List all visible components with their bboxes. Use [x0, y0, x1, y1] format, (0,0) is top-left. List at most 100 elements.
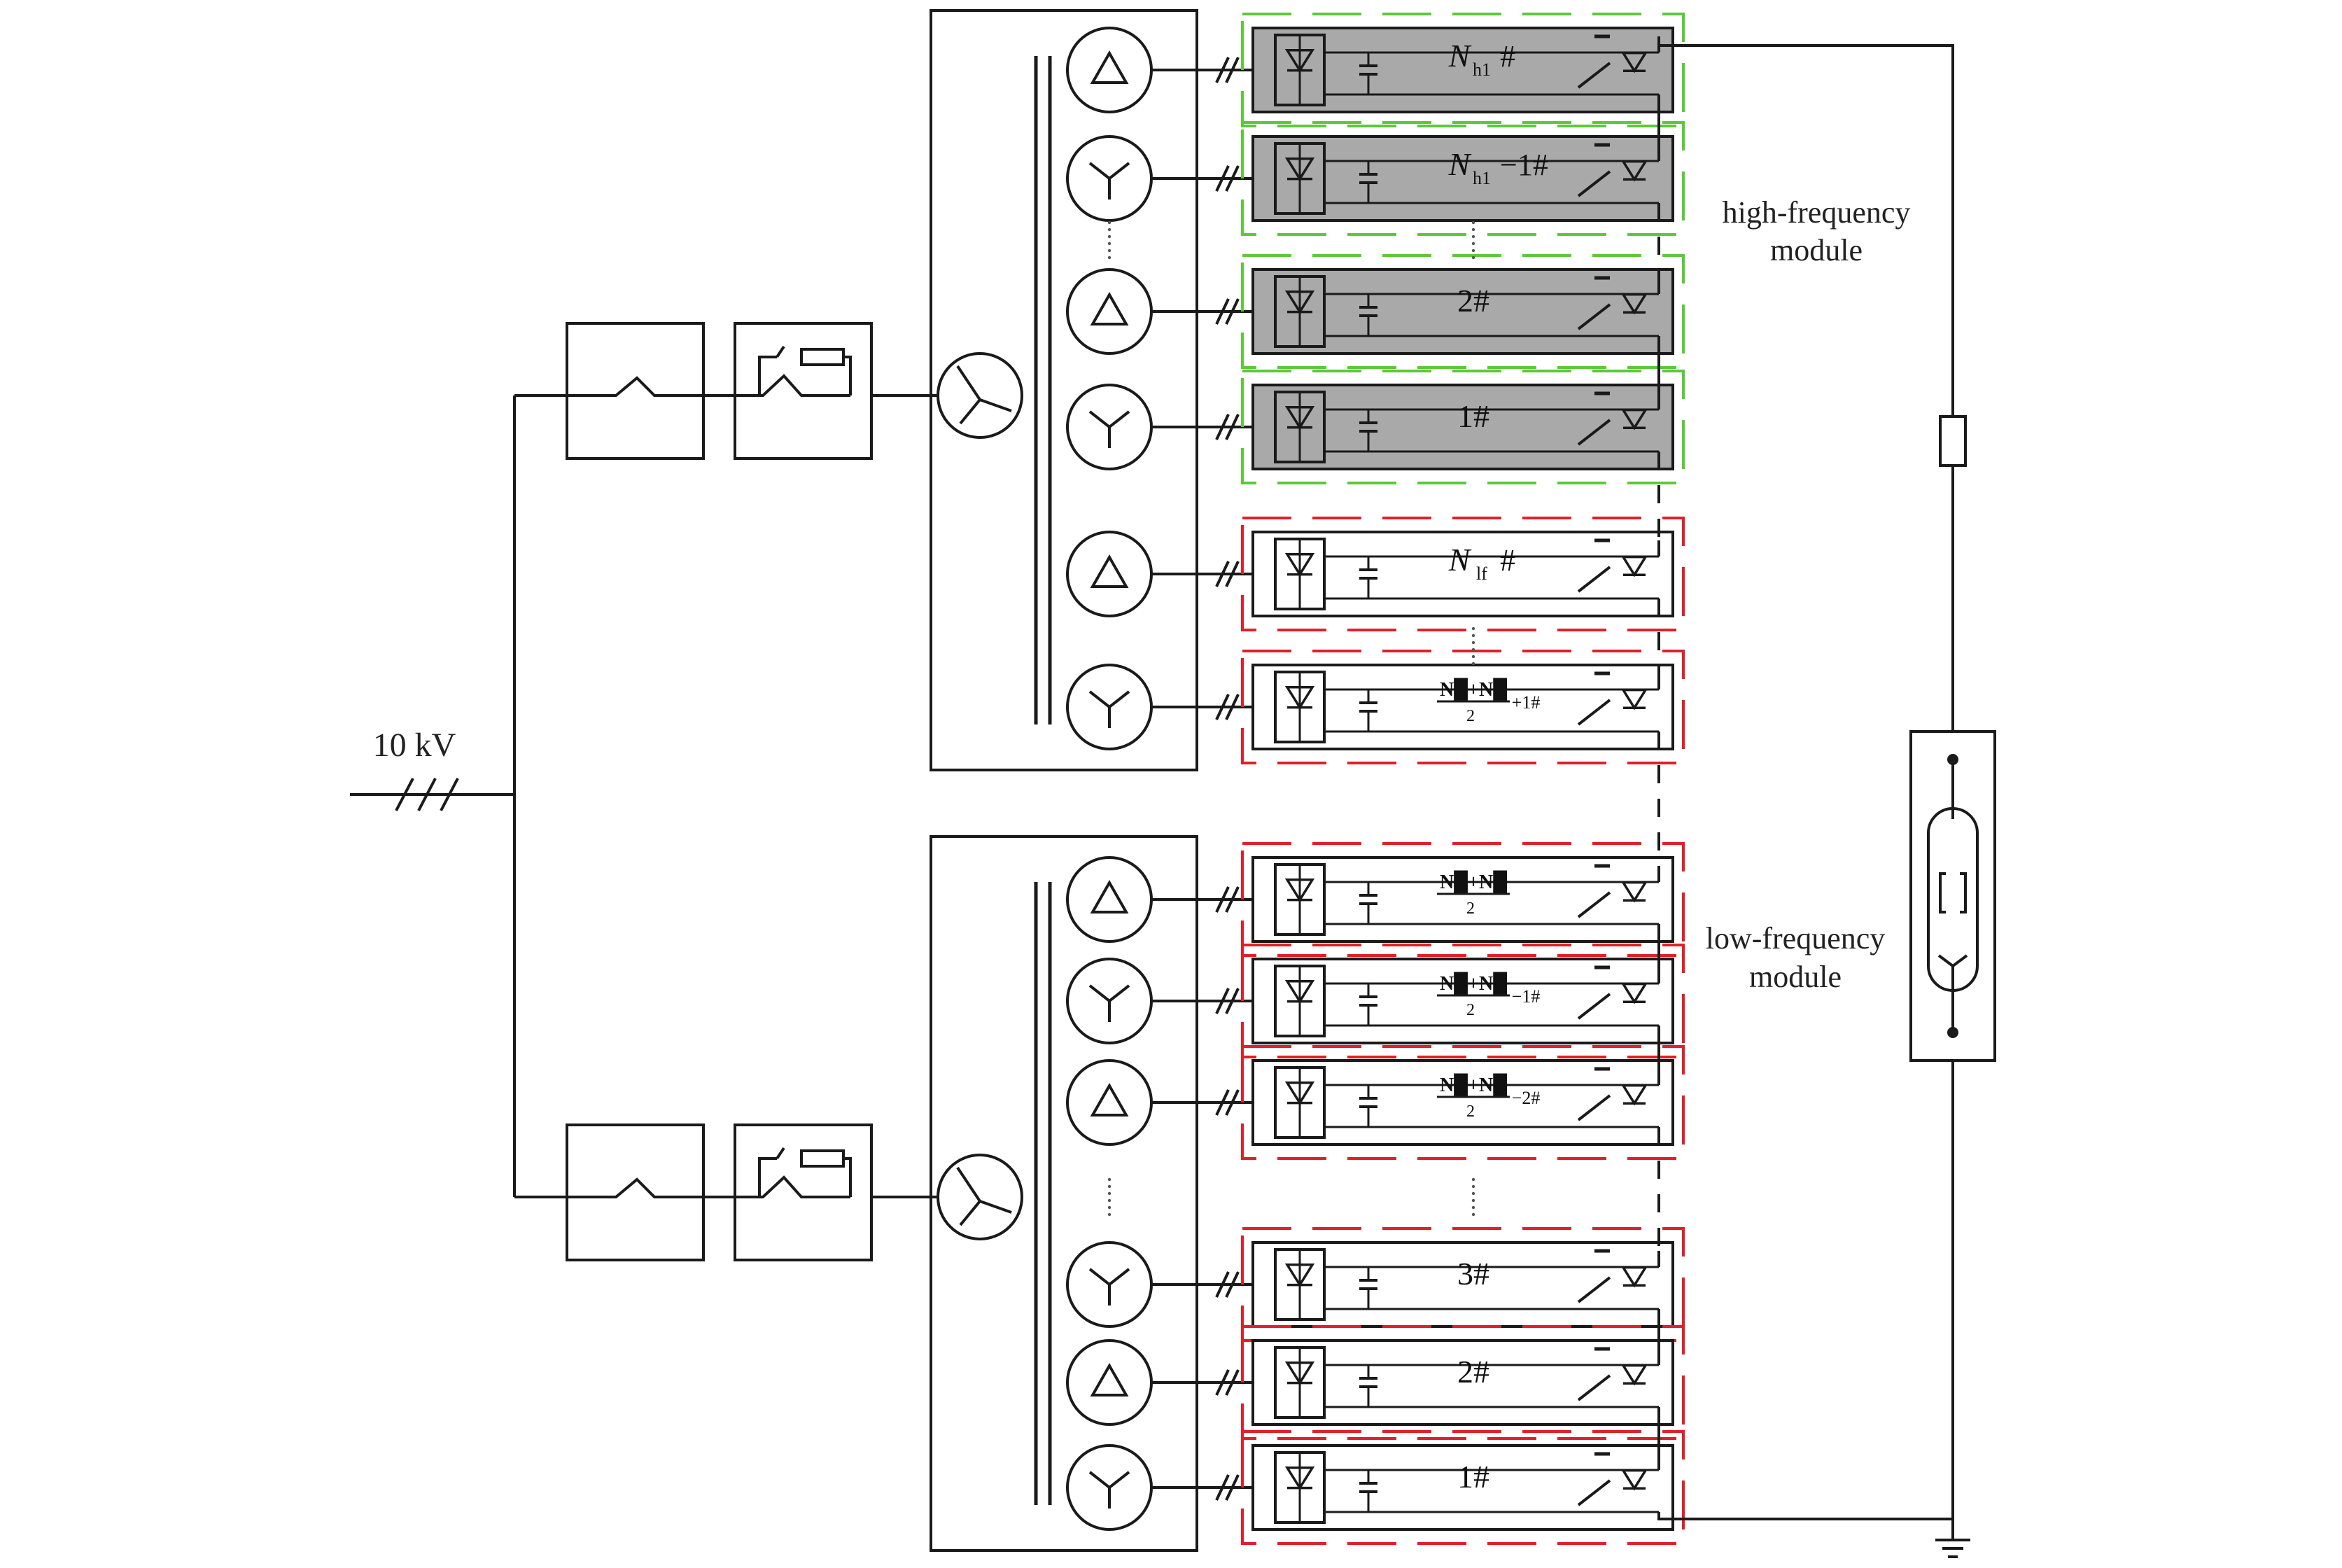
transformer-frame — [930, 9, 1198, 771]
three-phase-tick — [395, 778, 414, 811]
module-label-numerator: N█+N█ — [1440, 678, 1507, 702]
delta-winding — [1066, 531, 1153, 617]
precharge-bypass — [758, 356, 777, 396]
precharge-bypass — [843, 356, 852, 396]
diode-symbol — [1284, 290, 1315, 314]
module-label-subscript: lf — [1476, 564, 1487, 584]
lf-power-module: N█+N█2+1# — [1066, 650, 1685, 764]
transformer-1 — [930, 9, 1198, 771]
output-switch — [1577, 993, 1611, 1020]
diode-symbol — [1620, 1266, 1648, 1288]
module-body — [1251, 856, 1674, 943]
module-ellipsis — [1471, 640, 1475, 645]
three-phase-tick — [1215, 414, 1230, 440]
lf-power-module: N█+N█2−1# — [1066, 944, 1685, 1058]
module-label-denominator: 2 — [1466, 1102, 1475, 1121]
three-phase-tick — [440, 778, 459, 811]
lf-module-boundary — [1241, 517, 1685, 631]
output-lead — [1657, 44, 1954, 420]
diode-symbol — [1284, 980, 1315, 1004]
module-ellipsis — [1471, 648, 1475, 652]
module-body — [1251, 664, 1674, 750]
winding-ellipsis — [1107, 227, 1112, 232]
load-bracket — [1939, 872, 1946, 913]
module-ellipsis — [1471, 234, 1475, 239]
winding-ellipsis — [1107, 1177, 1112, 1182]
precharge-resistor — [800, 1149, 845, 1168]
module-label: N — [1448, 38, 1472, 74]
delta-symbol — [1090, 291, 1129, 326]
diode-symbol — [1620, 51, 1648, 74]
primary-winding — [937, 352, 1023, 439]
delta-symbol — [1090, 554, 1129, 588]
three-phase-tick — [1225, 1271, 1240, 1298]
module-ellipsis — [1471, 1191, 1475, 1196]
three-phase-tick — [1225, 988, 1240, 1014]
lf-module-boundary — [1241, 650, 1685, 764]
precharge-bypass — [758, 1157, 777, 1197]
diode-symbol — [1620, 982, 1648, 1004]
delta-symbol — [1090, 50, 1129, 84]
module-label: 3# — [1457, 1256, 1489, 1292]
three-phase-tick — [1225, 561, 1240, 587]
module-ellipsis — [1471, 654, 1475, 659]
lf-power-module: 2# — [1066, 1325, 1685, 1440]
precharge-bypass — [843, 1157, 852, 1197]
winding-ellipsis — [1107, 241, 1112, 246]
module-label-subscript: h1 — [1473, 168, 1491, 188]
module-label-suffix: −1# — [1500, 148, 1548, 182]
diode-symbol — [1284, 1082, 1315, 1105]
module-label-denominator: 2 — [1466, 707, 1475, 725]
precharge-resistor — [800, 348, 845, 366]
primary-winding — [937, 1154, 1023, 1240]
module-label-suffix: −2# — [1512, 1088, 1541, 1108]
delta-winding — [1066, 856, 1153, 943]
winding-ellipsis — [1107, 234, 1112, 239]
module-label: 2# — [1457, 1354, 1489, 1390]
three-phase-tick — [417, 778, 437, 811]
wye-arm — [959, 1200, 981, 1226]
output-switch — [1577, 891, 1611, 918]
three-phase-tick — [1215, 1369, 1230, 1396]
series-chain — [1657, 44, 1954, 1470]
three-phase-tick — [1215, 561, 1230, 587]
module-label-denominator: 2 — [1466, 1001, 1475, 1019]
module-label: 1# — [1457, 1459, 1489, 1494]
wye-arm — [956, 365, 981, 401]
output-switch — [1577, 303, 1611, 330]
winding-ellipsis — [1107, 248, 1112, 253]
transformer-2 — [930, 835, 1198, 1552]
winding-ellipsis — [1107, 255, 1112, 260]
three-phase-tick — [1215, 1474, 1230, 1501]
load-tube — [1927, 807, 1979, 992]
three-phase-tick — [1225, 57, 1240, 83]
hf-module-annotation: module — [1770, 233, 1863, 267]
output-switch — [1577, 699, 1611, 726]
diode-symbol — [1284, 1264, 1315, 1287]
delta-winding — [1066, 268, 1153, 355]
output-switch — [1577, 1374, 1611, 1401]
lf-module-boundary — [1241, 1325, 1685, 1440]
module-ellipsis — [1471, 1184, 1475, 1189]
module-label-suffix: # — [1500, 543, 1515, 578]
diode-symbol — [1620, 555, 1648, 578]
three-phase-tick — [1225, 1369, 1240, 1396]
module-label-suffix: # — [1500, 39, 1515, 74]
hf-module-boundary — [1241, 370, 1685, 484]
three-phase-tick — [1215, 1089, 1230, 1116]
module-ellipsis — [1471, 634, 1475, 638]
module-body — [1251, 958, 1674, 1044]
diode-symbol — [1284, 49, 1315, 73]
diode-symbol — [1284, 1362, 1315, 1385]
breaker-box — [566, 322, 705, 460]
precharge-box — [734, 322, 873, 460]
three-phase-tick — [1225, 414, 1240, 440]
module-label-suffix: −1# — [1512, 986, 1541, 1007]
diode-symbol — [1620, 688, 1648, 710]
module-label-subscript: h1 — [1473, 59, 1491, 80]
lf-module-boundary — [1241, 944, 1685, 1058]
lf-power-module: 3# — [1066, 1227, 1685, 1342]
wye-arm — [979, 1200, 1012, 1214]
